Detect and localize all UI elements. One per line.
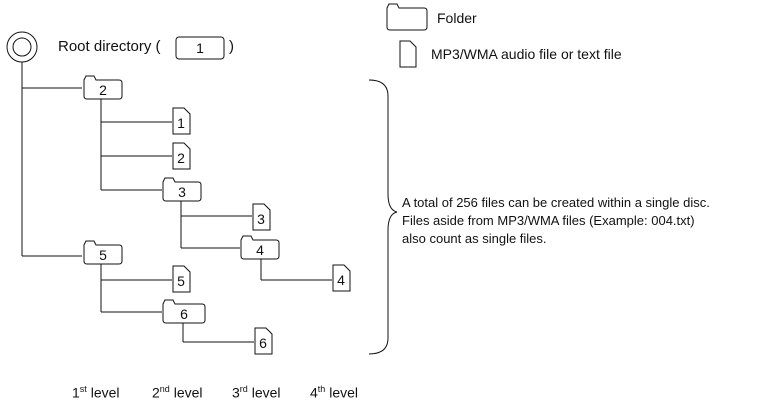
file-icon — [252, 203, 271, 231]
level-num: 3 — [232, 384, 240, 401]
level-1: 1st level — [72, 384, 120, 401]
legend-file-label: MP3/WMA audio file or text file — [431, 46, 622, 62]
level-3: 3rd level — [232, 384, 281, 401]
folder-icon — [240, 235, 280, 260]
root-label: Root directory ( — [58, 38, 161, 55]
file-icon — [399, 40, 417, 68]
level-sup: st — [79, 384, 87, 394]
root-label-prefix: Root directory ( — [58, 38, 161, 55]
level-num: 2 — [152, 384, 160, 401]
folder-label: 3 — [178, 184, 186, 200]
level-sup: th — [317, 384, 326, 394]
level-word: level — [90, 384, 120, 401]
level-sup: rd — [239, 384, 248, 394]
folder-label: 6 — [180, 306, 188, 322]
root-number-box — [175, 36, 225, 60]
folder-icon — [386, 3, 428, 31]
file-label: 4 — [337, 272, 345, 288]
folder-icon — [83, 240, 123, 265]
folder-label: 5 — [99, 247, 107, 263]
file-icon — [332, 264, 351, 292]
note-line-2: Files aside from MP3/WMA files (Example:… — [402, 213, 695, 228]
folder-label: 2 — [99, 82, 107, 98]
note-line-1: A total of 256 files can be created with… — [402, 195, 710, 210]
file-icon — [172, 107, 191, 135]
folder-icon — [162, 177, 202, 202]
file-label: 1 — [177, 115, 185, 131]
file-icon — [254, 327, 273, 355]
file-label: 3 — [257, 211, 265, 227]
level-num: 4 — [310, 384, 318, 401]
tree-connectors — [21, 62, 332, 343]
folder-label: 4 — [256, 242, 264, 258]
folder-icon — [83, 75, 123, 100]
level-2: 2nd level — [152, 384, 203, 401]
root-number: 1 — [196, 40, 204, 56]
legend-folder-label: Folder — [437, 10, 477, 26]
file-label: 2 — [177, 150, 185, 166]
level-4: 4th level — [310, 384, 358, 401]
note-line-3: also count as single files. — [402, 231, 547, 246]
file-label: 6 — [259, 335, 267, 351]
file-icon — [172, 265, 191, 293]
level-sup: nd — [159, 384, 170, 394]
note-text: A total of 256 files can be created with… — [402, 194, 710, 248]
root-label-suffix: ) — [229, 38, 234, 55]
folder-icon — [162, 299, 206, 324]
file-label: 5 — [177, 273, 185, 289]
file-icon — [172, 142, 191, 170]
level-word: level — [173, 384, 203, 401]
root-label-close: ) — [229, 38, 234, 55]
level-num: 1 — [72, 384, 80, 401]
level-word: level — [329, 384, 358, 401]
disc-icon — [6, 31, 38, 63]
level-word: level — [251, 384, 281, 401]
right-brace — [368, 79, 398, 355]
